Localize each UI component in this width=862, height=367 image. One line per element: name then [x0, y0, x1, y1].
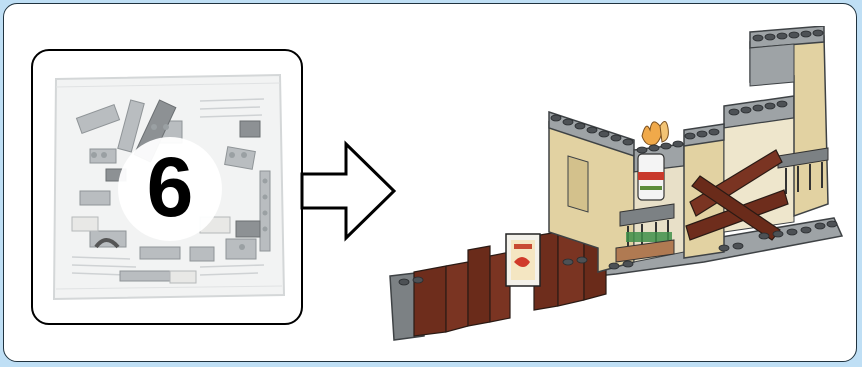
instruction-frame: 6 [3, 3, 857, 362]
parts-bag-panel: 6 [31, 49, 303, 325]
bag-number: 6 [115, 127, 225, 247]
building-model-illustration [384, 26, 846, 348]
